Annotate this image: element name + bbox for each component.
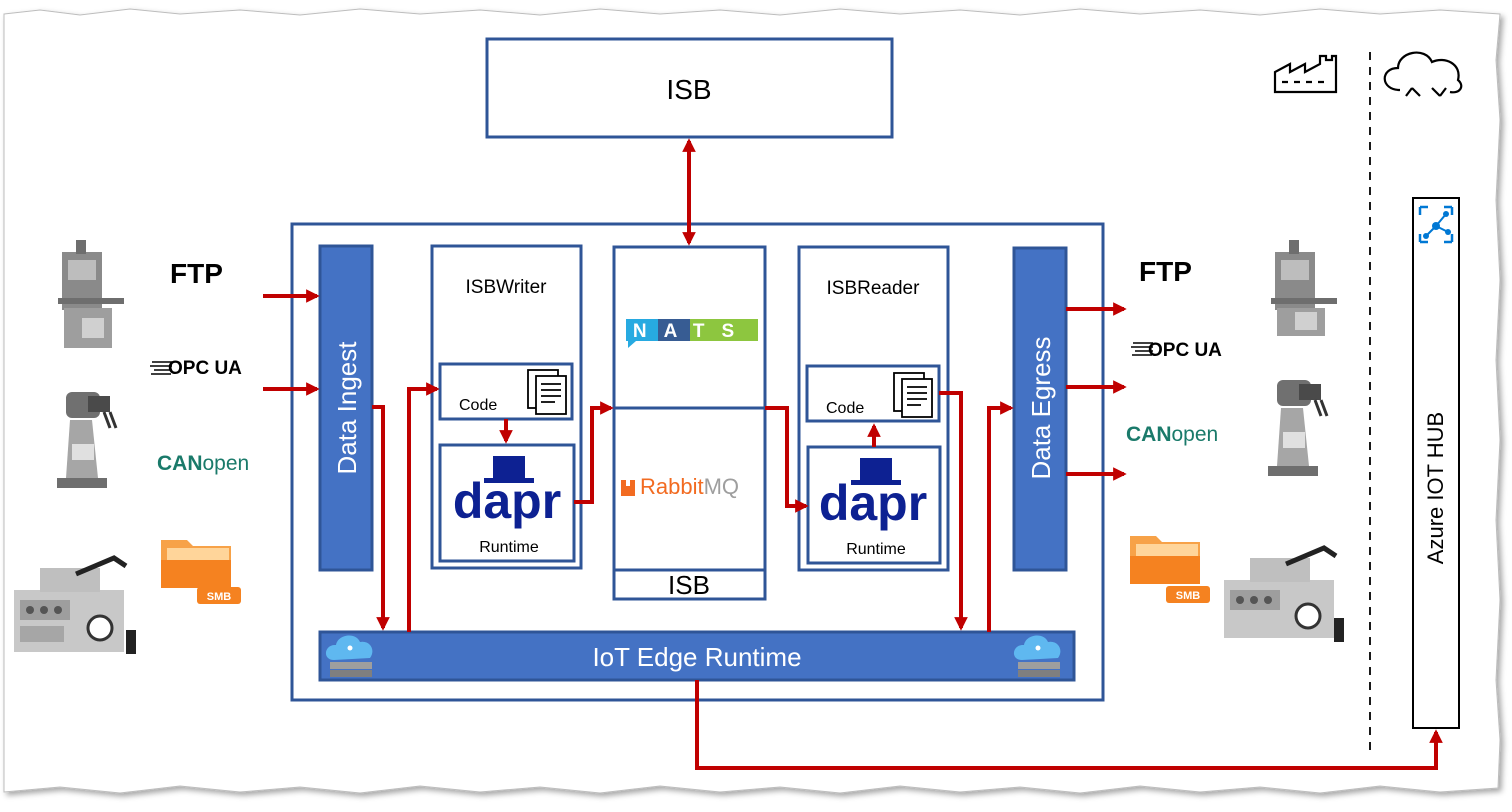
svg-text:RabbitMQ: RabbitMQ	[640, 474, 739, 499]
azure-iot-hub-box	[1412, 197, 1460, 729]
robot-arm-icon	[1268, 380, 1329, 476]
bus-box	[612, 245, 767, 601]
nats-logo: NATS	[626, 319, 758, 348]
svg-text:CANopen: CANopen	[157, 452, 249, 475]
edge-cloud-server-icon	[1013, 635, 1061, 677]
right-open-label: open	[1172, 423, 1219, 446]
azure-iot-hub-label: Azure IOT HUB	[1423, 412, 1448, 564]
left-opcua-label: OPC UA	[168, 358, 242, 379]
arrow-dapr-bus	[574, 401, 614, 504]
left-ftp-label: FTP	[170, 258, 223, 289]
left-can-label: CAN	[157, 452, 203, 475]
arrow-runtime-egress	[987, 401, 1014, 632]
writer-dapr-text: dapr	[453, 473, 561, 529]
industrial-machine-icon	[14, 555, 136, 654]
data-flow-arrows	[263, 138, 1443, 770]
folder-icon: SMB	[1130, 536, 1210, 603]
writer-code-label: Code	[459, 397, 497, 414]
iot-hub-icon	[1417, 204, 1455, 244]
rabbitmq-label-a: Rabbit	[640, 474, 704, 499]
nats-label: NATS	[633, 321, 751, 342]
left-open-label: open	[203, 452, 250, 475]
press-machine-icon	[1271, 240, 1337, 336]
reader-runtime-label: Runtime	[846, 541, 906, 558]
data-egress-bar	[1012, 246, 1068, 572]
isb-top-box	[485, 37, 894, 139]
left-smb-label: SMB	[207, 591, 232, 603]
press-machine-icon	[58, 240, 124, 348]
svg-text:CANopen: CANopen	[1126, 423, 1218, 446]
isb-top-label: ISB	[666, 74, 711, 105]
robot-arm-icon	[57, 392, 118, 488]
data-egress-label: Data Egress	[1026, 336, 1056, 479]
arrow-reader-runtime	[939, 391, 968, 631]
dapr-logo: dapr	[453, 456, 561, 529]
reader-code-label: Code	[826, 400, 864, 417]
arrow-runtime-azure	[695, 680, 1443, 770]
arrow-ingest-runtime	[372, 405, 390, 631]
right-smb-label: SMB	[1176, 590, 1201, 602]
isb-writer-title: ISBWriter	[466, 277, 548, 298]
right-ftp-label: FTP	[1139, 256, 1192, 287]
writer-runtime-label: Runtime	[479, 539, 539, 556]
data-ingest-label: Data Ingest	[332, 341, 362, 475]
dapr-logo: dapr	[819, 458, 927, 531]
iot-edge-runtime-label: IoT Edge Runtime	[592, 642, 801, 672]
rabbitmq-label-b: MQ	[704, 474, 739, 499]
bus-isb-label: ISB	[668, 570, 710, 600]
right-can-label: CAN	[1126, 423, 1172, 446]
document-icon	[527, 369, 567, 415]
isb-reader-title: ISBReader	[827, 278, 921, 299]
rabbitmq-logo: RabbitMQ	[621, 474, 739, 499]
arrow-bus-reader	[765, 406, 809, 513]
left-opcua-logo: OPC UA	[150, 358, 242, 379]
industrial-machine-icon	[1224, 545, 1344, 642]
cloud-sync-icon	[1383, 51, 1463, 97]
arrow-runtime-writer	[407, 382, 440, 632]
edge-cloud-server-icon	[325, 635, 373, 677]
data-ingest-bar	[318, 244, 374, 572]
folder-icon: SMB	[161, 540, 241, 604]
factory-icon	[1273, 54, 1338, 94]
right-opcua-logo: OPC UA	[1131, 340, 1222, 361]
right-opcua-label: OPC UA	[1148, 340, 1222, 361]
document-icon	[893, 372, 933, 418]
reader-dapr-text: dapr	[819, 475, 927, 531]
iot-edge-runtime-bar	[318, 630, 1076, 682]
